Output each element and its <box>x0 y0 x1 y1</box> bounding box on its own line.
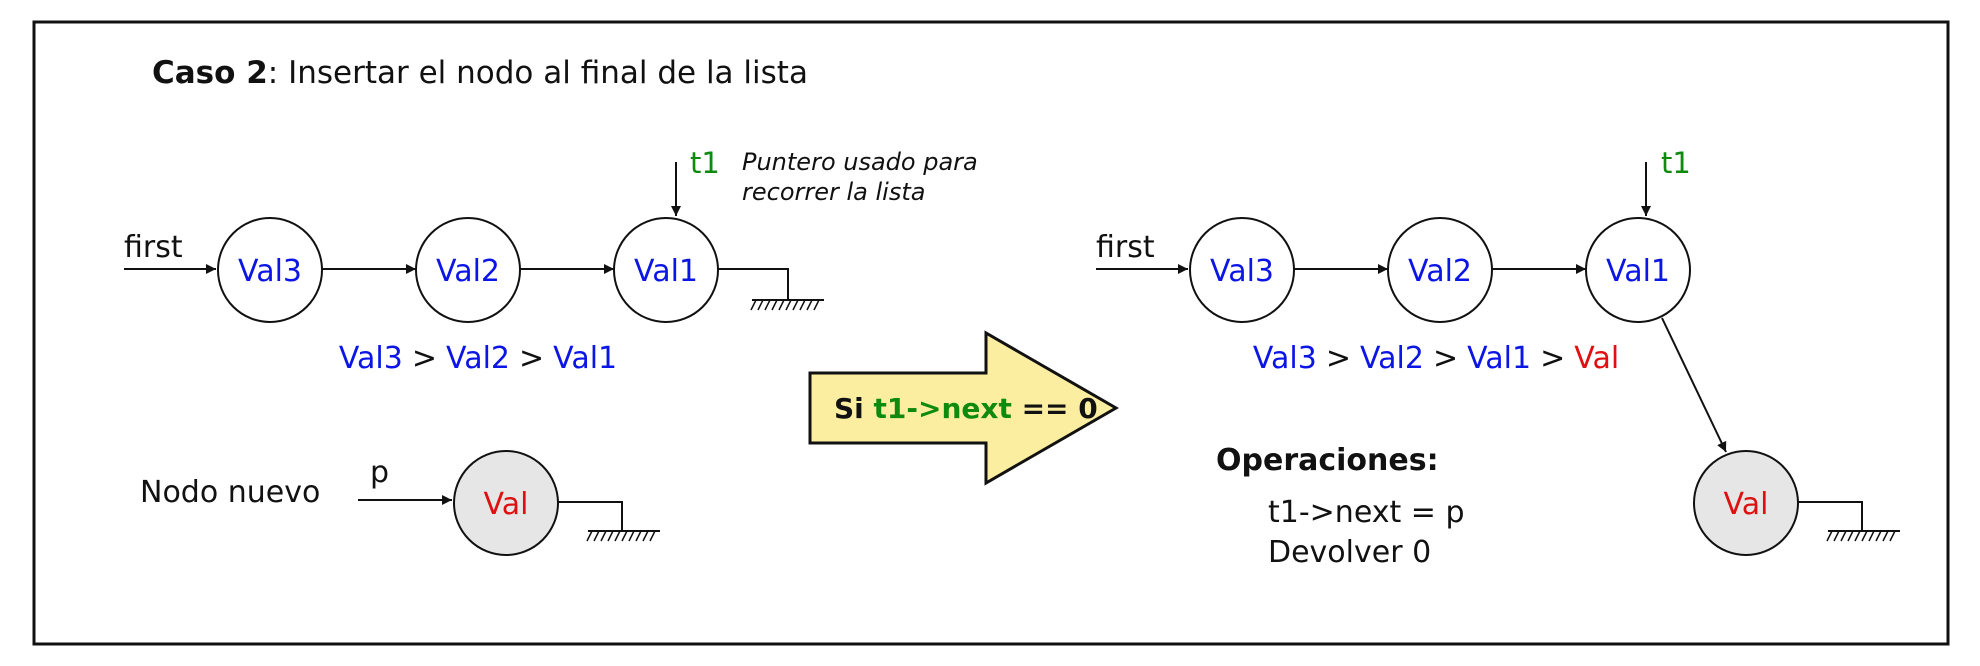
first-label: first <box>1096 230 1155 265</box>
title: Caso 2: Insertar el nodo al final de la … <box>152 55 808 91</box>
null-ground-icon <box>1798 501 1900 542</box>
diagram-frame <box>32 20 1950 646</box>
node-new-val: Val <box>453 450 559 556</box>
operation-line: Devolver 0 <box>1268 535 1431 570</box>
node-val2: Val2 <box>415 217 521 323</box>
node-value: Val2 <box>436 254 500 289</box>
pointer-t1-label: t1 <box>690 146 720 180</box>
operations-heading: Operaciones: <box>1216 443 1439 478</box>
node-value: Val3 <box>238 254 302 289</box>
title-case: Caso 2 <box>152 55 268 91</box>
title-text: : Insertar el nodo al final de la lista <box>268 55 808 91</box>
new-pointer-p-label: p <box>370 455 389 490</box>
node-value: Val3 <box>1210 254 1274 289</box>
node-new-val: Val <box>1693 450 1799 556</box>
pointer-note: Puntero usado para <box>742 148 978 176</box>
null-ground-icon <box>558 501 660 542</box>
pointer-note: recorrer la lista <box>742 178 925 206</box>
node-value: Val2 <box>1408 254 1472 289</box>
node-val3: Val3 <box>217 217 323 323</box>
sequence-text: Val3>Val2>Val1>Val <box>1253 341 1619 376</box>
node-val1: Val1 <box>613 217 719 323</box>
pointer-t1-label: t1 <box>1661 146 1691 180</box>
new-node-caption: Nodo nuevo <box>140 475 320 510</box>
new-link-arrow <box>1661 317 1727 453</box>
condition-text: Si t1->next == 0 <box>834 392 1098 425</box>
node-val2: Val2 <box>1387 217 1493 323</box>
left-list: first Val3 Val2 Val1 t1 Puntero usado pa… <box>124 146 978 556</box>
first-label: first <box>124 230 183 265</box>
big-arrow-shape <box>808 330 1120 486</box>
sequence-text: Val3>Val2>Val1 <box>339 341 617 376</box>
node-val3: Val3 <box>1189 217 1295 323</box>
node-value: Val1 <box>634 254 698 289</box>
node-val1: Val1 <box>1585 217 1691 323</box>
operation-line: t1->next = p <box>1268 495 1465 530</box>
right-list: first Val3 Val2 Val1 t1 Val3>Val2>Val1>V… <box>1096 146 1900 570</box>
node-value: Val <box>484 487 529 522</box>
node-value: Val <box>1724 487 1769 522</box>
node-value: Val1 <box>1606 254 1670 289</box>
null-ground-icon <box>718 268 824 311</box>
condition-arrow: Si t1->next == 0 <box>808 330 1120 486</box>
